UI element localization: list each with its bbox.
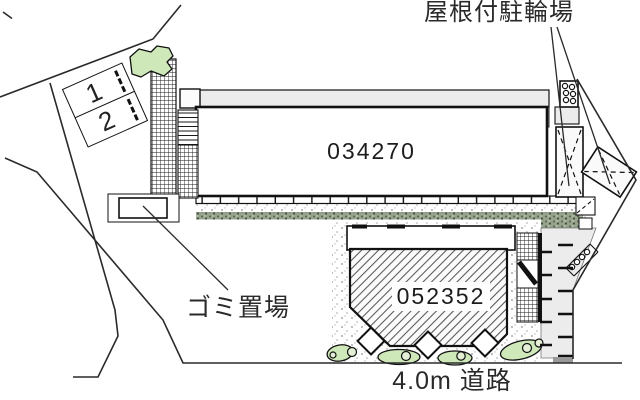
parking-stall-divider-dash	[126, 98, 139, 121]
road-edge-wall	[553, 357, 573, 363]
building-lower-number: 052352	[347, 248, 507, 344]
bicycle-parking-vertical	[555, 126, 584, 198]
fence-dashes	[540, 243, 573, 358]
bicycle-parking-tilted	[580, 145, 638, 199]
lower-stair-column	[516, 232, 542, 323]
site-boundary-lines	[0, 4, 637, 378]
side-walkway	[540, 227, 597, 359]
building-upper-number: 034270	[327, 138, 416, 164]
entrance-porches	[356, 326, 500, 360]
left-stair-block	[150, 58, 199, 199]
bicycle-parking-upper	[559, 80, 579, 108]
lower-corridor	[346, 224, 516, 251]
bush-circles	[329, 338, 544, 362]
leader-lines	[142, 26, 611, 291]
parking-stall-divider-dash	[114, 70, 127, 93]
road-label: 4.0m 道路	[392, 367, 512, 395]
garbage-storage	[107, 193, 180, 223]
ramp-steps	[565, 243, 599, 277]
side-structures	[575, 196, 596, 230]
parking-stall-2-number: 2	[93, 104, 120, 138]
bike-parking-label: 屋根付駐輪場	[424, 0, 574, 26]
garbage-area-label: ゴミ置場	[186, 294, 291, 322]
